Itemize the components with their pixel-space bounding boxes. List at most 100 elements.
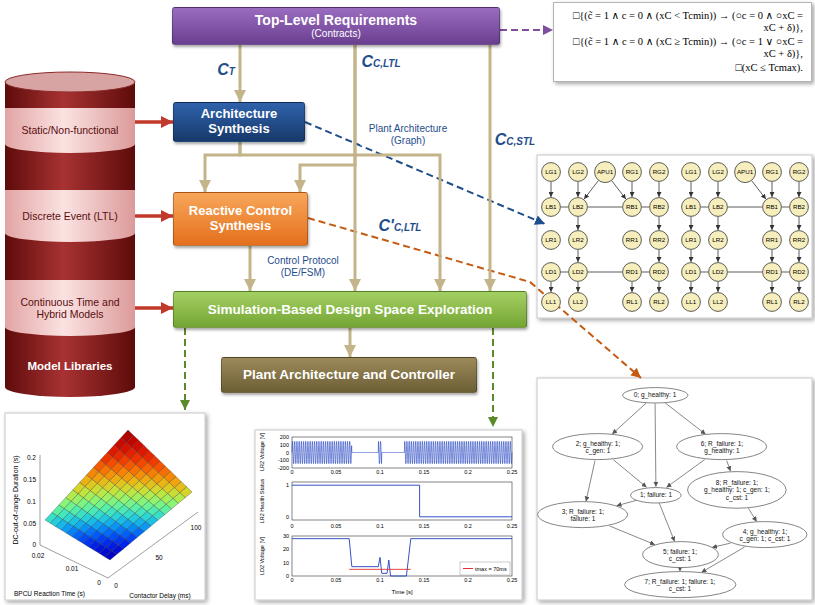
circle-outline (763, 163, 782, 182)
tick-label: 0.15 (419, 469, 430, 475)
tick-label: 0.02 (32, 552, 45, 559)
circle-outline (790, 263, 809, 282)
node-text: LL1 (686, 298, 696, 305)
surface-plot (40, 430, 198, 578)
tick-label: 30 (283, 533, 289, 539)
bus-node: LD1 (541, 262, 561, 282)
library-band: Discrete Event (LTL) (5, 190, 135, 242)
bus-node: LG1 (681, 162, 701, 182)
graph-edge (799, 282, 800, 292)
graph-edge (655, 403, 657, 486)
circle-outline (542, 198, 561, 217)
tick-label: 1 (286, 482, 289, 488)
bus-node: RG2 (649, 162, 669, 182)
bus-node: LG2 (708, 162, 728, 182)
node-text: LL2 (713, 298, 723, 305)
node-text: RD1 (626, 268, 638, 275)
circle-outline (650, 231, 669, 250)
graph-edge (613, 460, 646, 487)
node-text: RB1 (766, 203, 778, 210)
node-text: 8; R_failure: 1; g_healthy: 1; c_gen: 1;… (704, 479, 770, 501)
ellipse-outline (642, 542, 718, 568)
flow-arrow (489, 45, 492, 291)
circle-outline (682, 293, 701, 312)
node-text: LR2 (712, 236, 723, 243)
graph-edge (782, 207, 789, 208)
node-text: RB2 (653, 203, 665, 210)
state-node: 2; g_healthy: 1; c_gen: 1 (552, 433, 643, 460)
tick-label: 0 (286, 449, 289, 455)
graph-edge (584, 181, 598, 199)
axis-title: DC-out-of-range Duration (s) (12, 455, 20, 544)
tick-label: 0.15 (23, 476, 36, 483)
node-text: 2; g_healthy: 1; c_gen: 1 (568, 440, 628, 455)
ellipse-outline (688, 472, 787, 509)
ellipse-outline (723, 522, 807, 548)
graph-edge (691, 182, 692, 197)
process-box: Simulation-Based Design Space Exploratio… (173, 291, 527, 328)
circle-outline (569, 263, 588, 282)
flow-arrow (239, 45, 242, 102)
graph-edge (612, 181, 626, 199)
node-text: LG1 (545, 168, 557, 175)
axis-title: Contactor Delay (ms) (129, 592, 190, 599)
database-cylinder (5, 72, 135, 397)
node-text: Static/Non-functional (22, 124, 119, 136)
tick-label: 20 (283, 546, 289, 552)
bus-node: LL2 (708, 292, 728, 312)
circle-outline (542, 293, 561, 312)
graph-panel (537, 155, 812, 318)
node-text: LB1 (545, 203, 556, 210)
circle-outline (709, 293, 728, 312)
tick-label: 10 (283, 560, 289, 566)
circle-outline (542, 163, 561, 182)
graph-edge (642, 272, 649, 273)
graph-edge (578, 250, 579, 262)
bus-node: RG2 (789, 162, 809, 182)
bus-node: RD1 (622, 262, 642, 282)
node-text: RD2 (793, 268, 805, 275)
bus-node: LL2 (568, 292, 588, 312)
node-text: LR2 (572, 236, 583, 243)
node-text: RR2 (653, 236, 665, 243)
axis-title: Time [s] (391, 589, 412, 596)
circle-outline (682, 231, 701, 250)
bus-node: APU1 (734, 161, 756, 183)
circle-outline (569, 163, 588, 182)
node-text: 5; failure: 1; c_cst: 1 (655, 548, 705, 563)
ellipse-outline (624, 572, 735, 598)
graph-edge (612, 403, 646, 434)
graph-edge (772, 282, 773, 292)
graph-edge (680, 569, 681, 572)
state-node: 3; R_failure: 1; failure: 1 (537, 501, 628, 528)
formula-text: □{(c̃ = 1 ∧ c = 0 ∧ (xC < Tcmin)) → (○c … (562, 10, 803, 34)
tick-label: 0.15 (419, 577, 430, 583)
node-text: LG2 (572, 168, 584, 175)
tick-label: 0 (286, 514, 289, 520)
bus-node: RL1 (762, 292, 782, 312)
tick-label: 0.25 (507, 523, 518, 529)
tick-label: 0.2 (464, 523, 472, 529)
node-text: LD2 (712, 268, 723, 275)
bus-node: RD2 (649, 262, 669, 282)
node-text: Plant Architecture and Controller (243, 367, 455, 383)
graph-edge (659, 503, 674, 541)
bus-node: RB1 (622, 197, 642, 217)
bus-node: LL1 (541, 292, 561, 312)
bus-node: LG2 (568, 162, 588, 182)
graph-edge (561, 207, 568, 208)
node-text: LB2 (712, 203, 723, 210)
graph-edge (578, 182, 579, 197)
surface-cell (105, 551, 117, 560)
cylinder-bottom (5, 377, 135, 397)
tick-label: 0.2 (27, 454, 36, 461)
node-text: (Contracts) (311, 28, 360, 40)
circle-outline (682, 163, 701, 182)
tick-label: -200 (278, 465, 289, 471)
circle-outline (790, 163, 809, 182)
bus-node: RB2 (649, 197, 669, 217)
node-text: LL1 (546, 298, 556, 305)
process-box: Architecture Synthesis (173, 102, 305, 142)
